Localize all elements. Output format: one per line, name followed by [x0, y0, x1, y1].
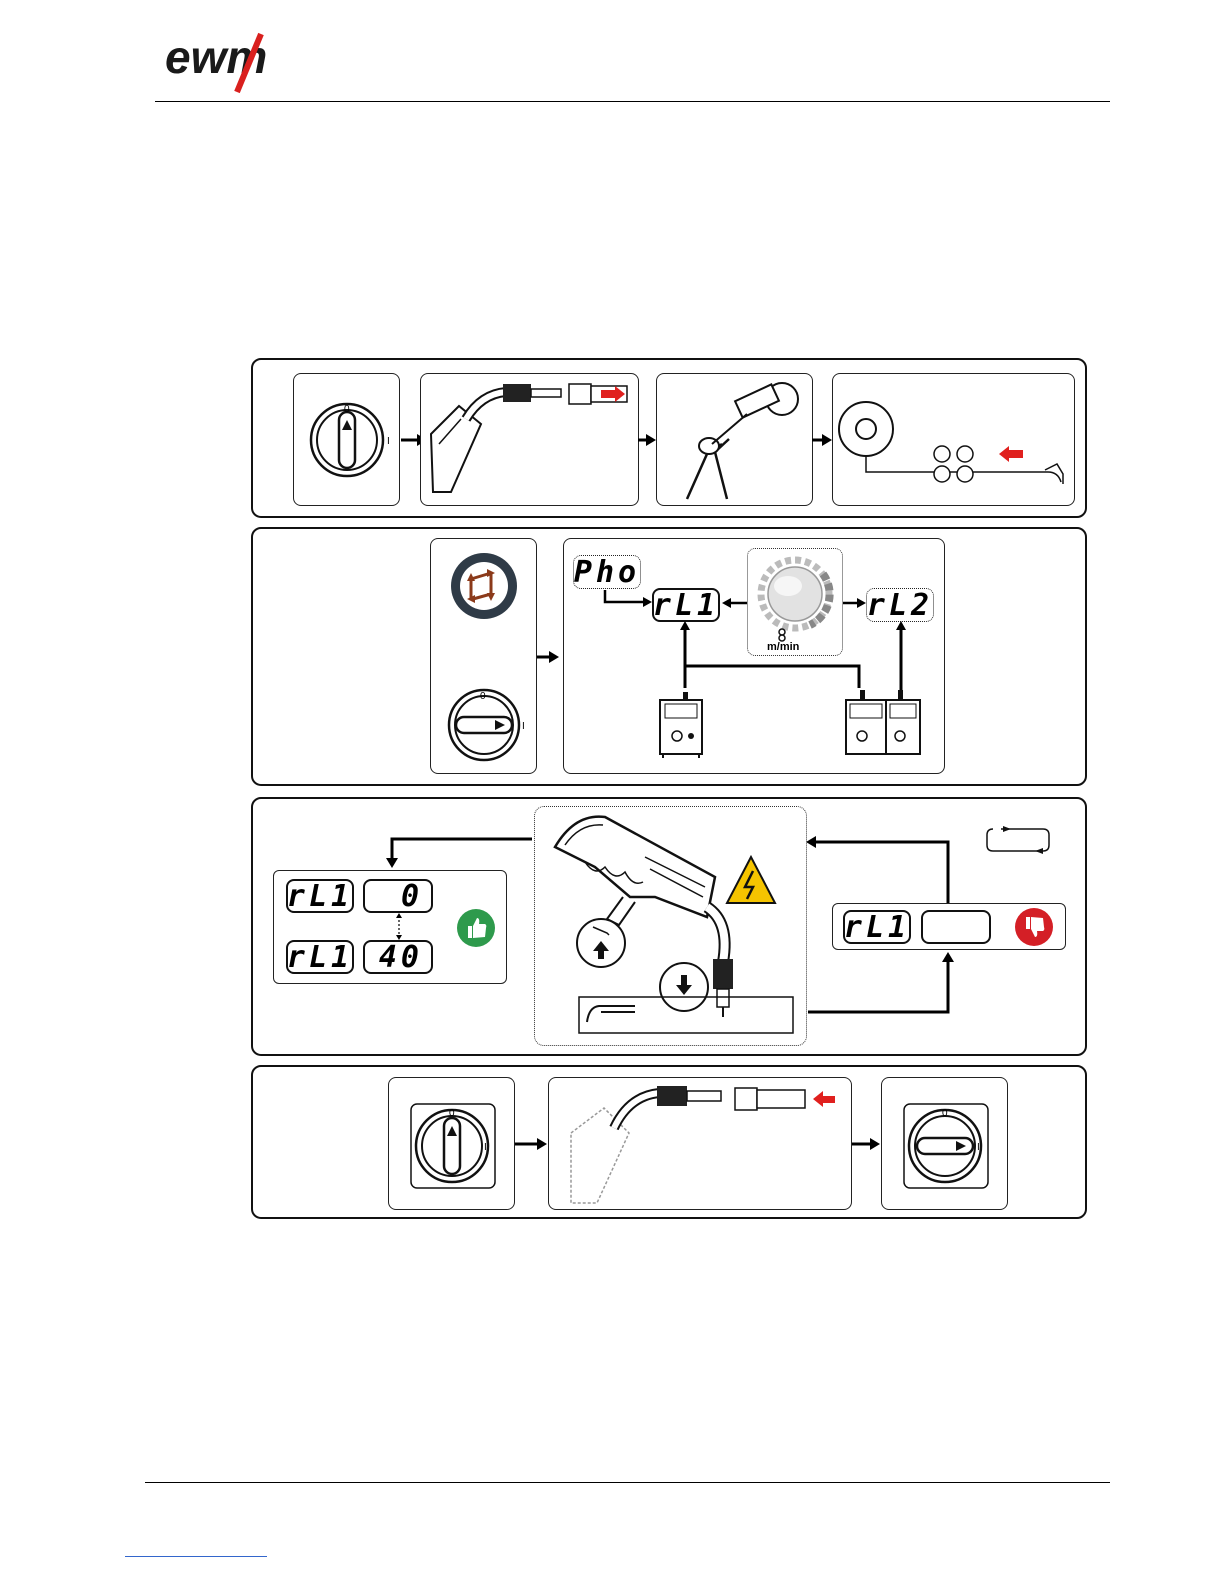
mains-switch-off-box: 0 I [293, 373, 400, 506]
header-rule [155, 101, 1110, 102]
torch-refit-nozzle-box [548, 1077, 852, 1210]
svg-text:0: 0 [344, 404, 350, 415]
svg-text:0: 0 [449, 1108, 455, 1119]
svg-text:I: I [484, 1142, 487, 1153]
footer-rule [145, 1482, 1110, 1483]
fail-value [921, 910, 991, 944]
thumbs-up-icon [456, 908, 496, 948]
wire-cutter-illustration [657, 374, 814, 507]
ok-top-label: rL1 [286, 879, 354, 913]
ok-top-value: 0 [363, 879, 433, 913]
torch-nozzle-refit-illustration [549, 1078, 853, 1211]
torch-nozzle-removal-illustration [421, 374, 640, 507]
retry-loop-arrow [800, 830, 950, 1080]
switch-on-again-box: 0 I [881, 1077, 1008, 1210]
svg-text:0: 0 [480, 691, 486, 702]
wire-spool-rolls-illustration [833, 374, 1076, 507]
rotary-switch-on-icon-2: 0 I [882, 1078, 1009, 1211]
dual-wire-feeder-icon [842, 690, 932, 760]
range-double-arrow [389, 912, 409, 942]
svg-text:I: I [977, 1142, 980, 1153]
ewm-logo: ewm [165, 28, 315, 94]
start-switch-box: 0 I [430, 538, 537, 774]
ok-bottom-label: rL1 [286, 940, 354, 974]
svg-text:I: I [387, 436, 390, 447]
torch-remove-nozzle-box [420, 373, 639, 506]
torch-wire-feed-test-illustration [535, 807, 808, 1047]
wire-cut-box [656, 373, 813, 506]
ok-bottom-value: 40 [363, 940, 433, 974]
footer-link-underline [125, 1556, 267, 1557]
wire-feeder-unit-icon [655, 690, 715, 760]
switch-off-again-box: 0 I [388, 1077, 515, 1210]
wire-feed-back-box [832, 373, 1075, 506]
fail-label: rL1 [843, 910, 911, 944]
repeat-icon [983, 825, 1053, 855]
rotary-switch-off-icon: 0 I [294, 374, 401, 507]
torch-test-box [534, 806, 807, 1046]
rotary-switch-on-icon: 0 I [431, 539, 538, 775]
ok-feedback-arrow [380, 832, 540, 882]
svg-text:0: 0 [942, 1108, 948, 1119]
thumbs-down-icon [1014, 907, 1054, 947]
rotary-switch-off-icon-2: 0 I [389, 1078, 516, 1211]
svg-text:I: I [522, 721, 525, 732]
